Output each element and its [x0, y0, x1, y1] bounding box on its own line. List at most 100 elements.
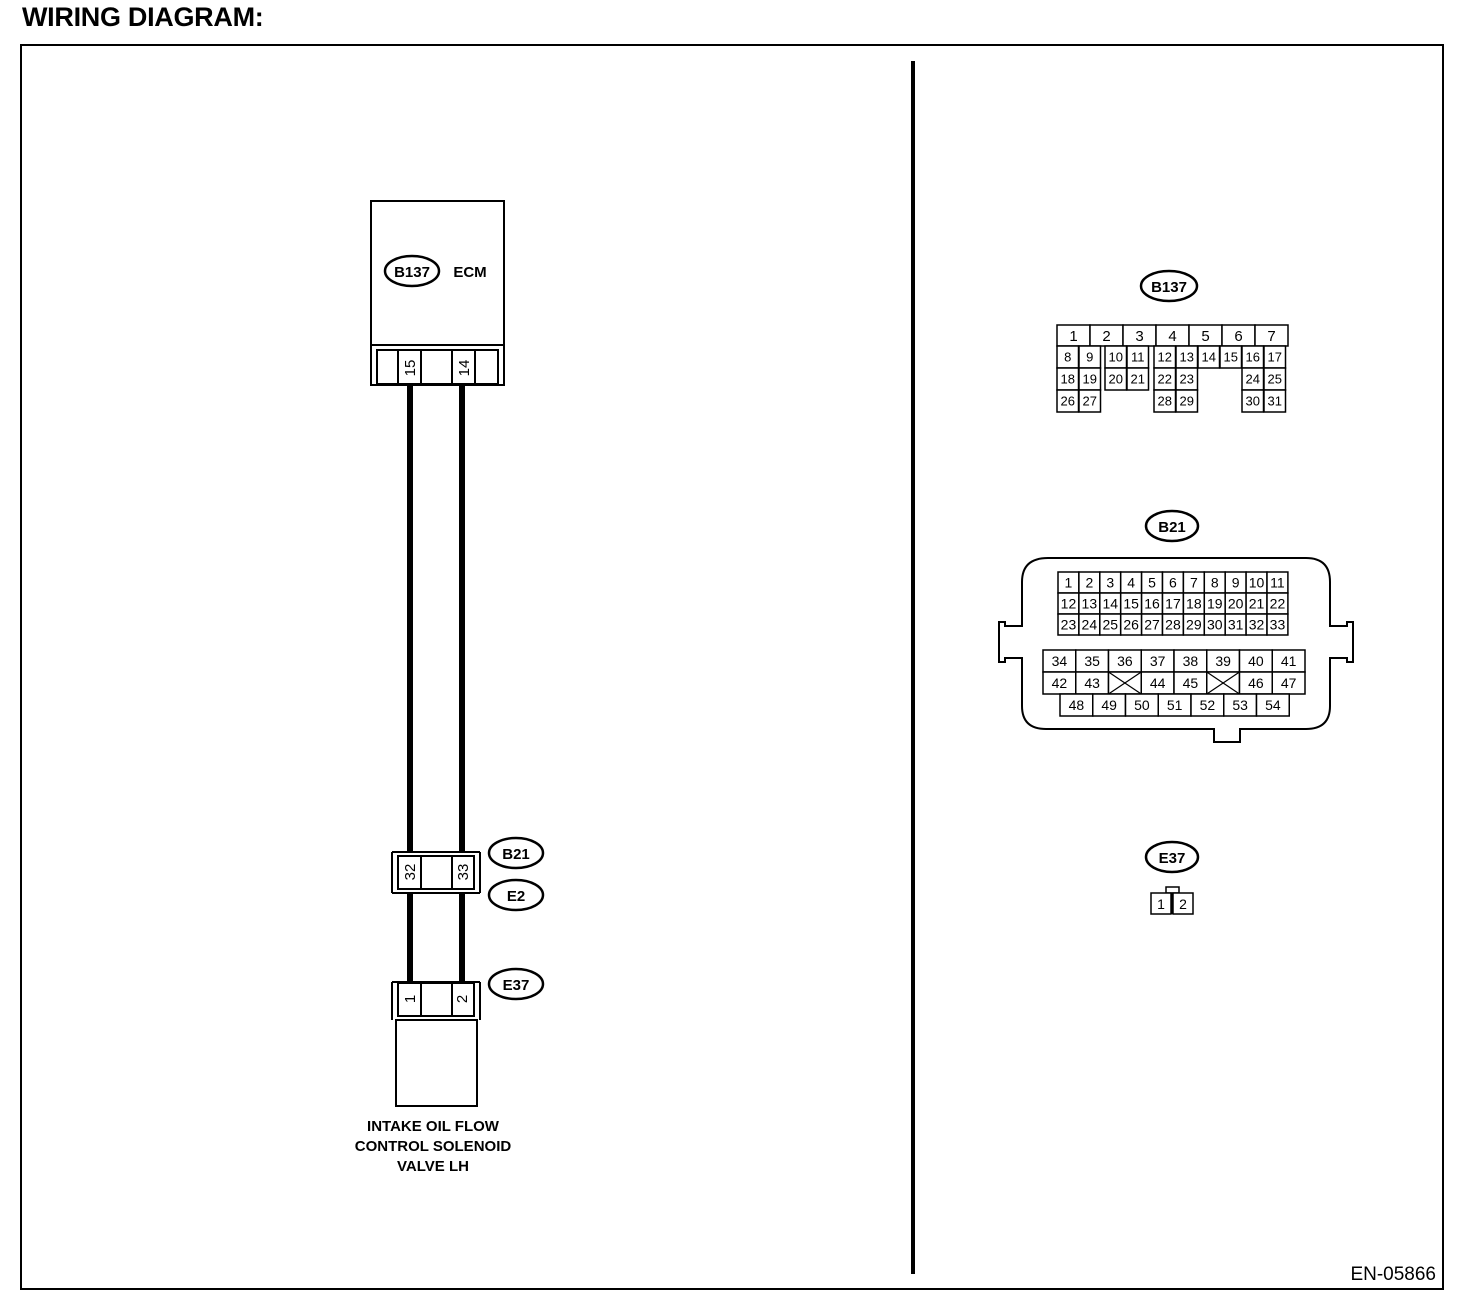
pin-number: 34 — [1052, 653, 1068, 669]
diagram-code: EN-05866 — [1350, 1264, 1436, 1285]
pin-number: 2 — [1085, 575, 1093, 591]
solenoid-unit: 1 2 E37 INTAKE OIL FLOW CONTROL SOLENOID… — [355, 967, 545, 1175]
pin-number: 47 — [1281, 675, 1297, 691]
ecm-label: ECM — [453, 264, 486, 281]
pin-number: 11 — [1131, 350, 1145, 365]
pin-number: 27 — [1144, 617, 1160, 633]
diagram-frame — [20, 44, 1444, 1290]
pin-number: 43 — [1084, 675, 1100, 691]
pin-number: 14 — [1202, 350, 1216, 365]
pin-number: 11 — [1270, 575, 1285, 591]
pin-number: 25 — [1102, 617, 1118, 633]
pin-number: 18 — [1186, 596, 1202, 612]
connector-view-id: B137 — [1151, 279, 1187, 296]
pin-cavity — [1263, 389, 1287, 413]
connector-view-id: B21 — [1158, 519, 1186, 536]
solenoid-name-line: CONTROL SOLENOID — [355, 1138, 512, 1155]
joint-connector-id-e2: E2 — [507, 888, 525, 905]
pin-number: 24 — [1246, 372, 1260, 387]
pin-cavity — [1175, 389, 1199, 413]
solenoid-connector-inner — [397, 982, 475, 1017]
pin-number: 42 — [1052, 675, 1068, 691]
e37-pin-label: 1 — [1157, 896, 1165, 912]
pin-number: 31 — [1228, 617, 1244, 633]
pin-number: 8 — [1211, 575, 1219, 591]
pin-number: 9 — [1086, 350, 1093, 365]
ecm-unit: 15 14 B137 ECM — [370, 200, 505, 386]
pin-number: 28 — [1158, 394, 1172, 409]
pin-number: 4 — [1168, 328, 1176, 345]
pin-number: 21 — [1131, 372, 1145, 387]
e37-cavity — [1150, 892, 1172, 915]
pin-number: 36 — [1117, 653, 1133, 669]
pin-number: 23 — [1180, 372, 1194, 387]
pin-number: 27 — [1083, 394, 1097, 409]
pin-number: 49 — [1101, 697, 1117, 713]
pin-number: 10 — [1109, 350, 1123, 365]
pin-number: 20 — [1228, 596, 1244, 612]
blocked-cavity-mark — [1206, 671, 1240, 695]
pin-number: 26 — [1061, 394, 1075, 409]
pin-number: 7 — [1267, 328, 1275, 345]
pin-number: 40 — [1248, 653, 1264, 669]
pin-number: 8 — [1064, 350, 1071, 365]
pin-number: 19 — [1207, 596, 1223, 612]
solenoid-name-line: INTAKE OIL FLOW — [367, 1118, 500, 1135]
pin-number: 45 — [1183, 675, 1199, 691]
pin-cavity — [1126, 367, 1150, 391]
pin-number: 22 — [1270, 596, 1286, 612]
pin-number: 53 — [1232, 697, 1248, 713]
pin-number: 16 — [1144, 596, 1160, 612]
pin-number: 52 — [1200, 697, 1216, 713]
ecm-connector-body — [376, 349, 499, 385]
solenoid-pin-label: 2 — [454, 995, 471, 1003]
pin-number: 39 — [1215, 653, 1231, 669]
pin-number: 4 — [1127, 575, 1135, 591]
pin-number: 17 — [1165, 596, 1181, 612]
blocked-cavity-mark — [1108, 671, 1142, 695]
ecm-pin-label: 14 — [456, 360, 473, 377]
pin-number: 28 — [1165, 617, 1181, 633]
e37-cavity — [1172, 892, 1194, 915]
pin-cavity — [1078, 389, 1102, 413]
pin-number: 54 — [1265, 697, 1281, 713]
pin-number: 37 — [1150, 653, 1166, 669]
pin-number: 32 — [1249, 617, 1265, 633]
solenoid-connector-id: E37 — [503, 977, 530, 994]
pin-number: 12 — [1061, 596, 1077, 612]
connector-tag-oval — [487, 967, 545, 1001]
pin-number: 19 — [1083, 372, 1097, 387]
pin-number: 30 — [1207, 617, 1223, 633]
joint-pin-label: 32 — [402, 864, 419, 881]
joint-connector: 32 33 B21 E2 — [391, 836, 545, 912]
pin-number: 38 — [1183, 653, 1199, 669]
joint-pin-label: 33 — [455, 864, 472, 881]
e37-latch — [1165, 886, 1180, 894]
solenoid-name-line: VALVE LH — [397, 1158, 469, 1175]
pin-number: 31 — [1268, 394, 1282, 409]
pin-number: 1 — [1065, 575, 1073, 591]
pin-number: 33 — [1270, 617, 1286, 633]
connector-tag-oval — [487, 836, 545, 870]
pin-number: 24 — [1082, 617, 1098, 633]
pin-number: 18 — [1061, 372, 1075, 387]
solenoid-pin-label: 1 — [402, 995, 419, 1003]
e37-pin-label: 2 — [1179, 896, 1187, 912]
pin-number: 6 — [1234, 328, 1242, 345]
pin-number: 16 — [1246, 350, 1260, 365]
pin-number: 23 — [1061, 617, 1077, 633]
connector-tag-oval — [1144, 840, 1200, 874]
pin-number: 20 — [1109, 372, 1123, 387]
pin-number: 7 — [1190, 575, 1198, 591]
joint-connector-id-b21: B21 — [502, 846, 530, 863]
pin-number: 50 — [1134, 697, 1150, 713]
connector-view-e37: E37 1 2 — [1144, 840, 1200, 915]
pin-number: 51 — [1167, 697, 1183, 713]
pin-number: 22 — [1158, 372, 1172, 387]
pin-number: 17 — [1268, 350, 1282, 365]
ecm-connector-id: B137 — [394, 264, 430, 281]
pin-number: 6 — [1169, 575, 1177, 591]
pin-number: 44 — [1150, 675, 1166, 691]
pin-number: 29 — [1180, 394, 1194, 409]
